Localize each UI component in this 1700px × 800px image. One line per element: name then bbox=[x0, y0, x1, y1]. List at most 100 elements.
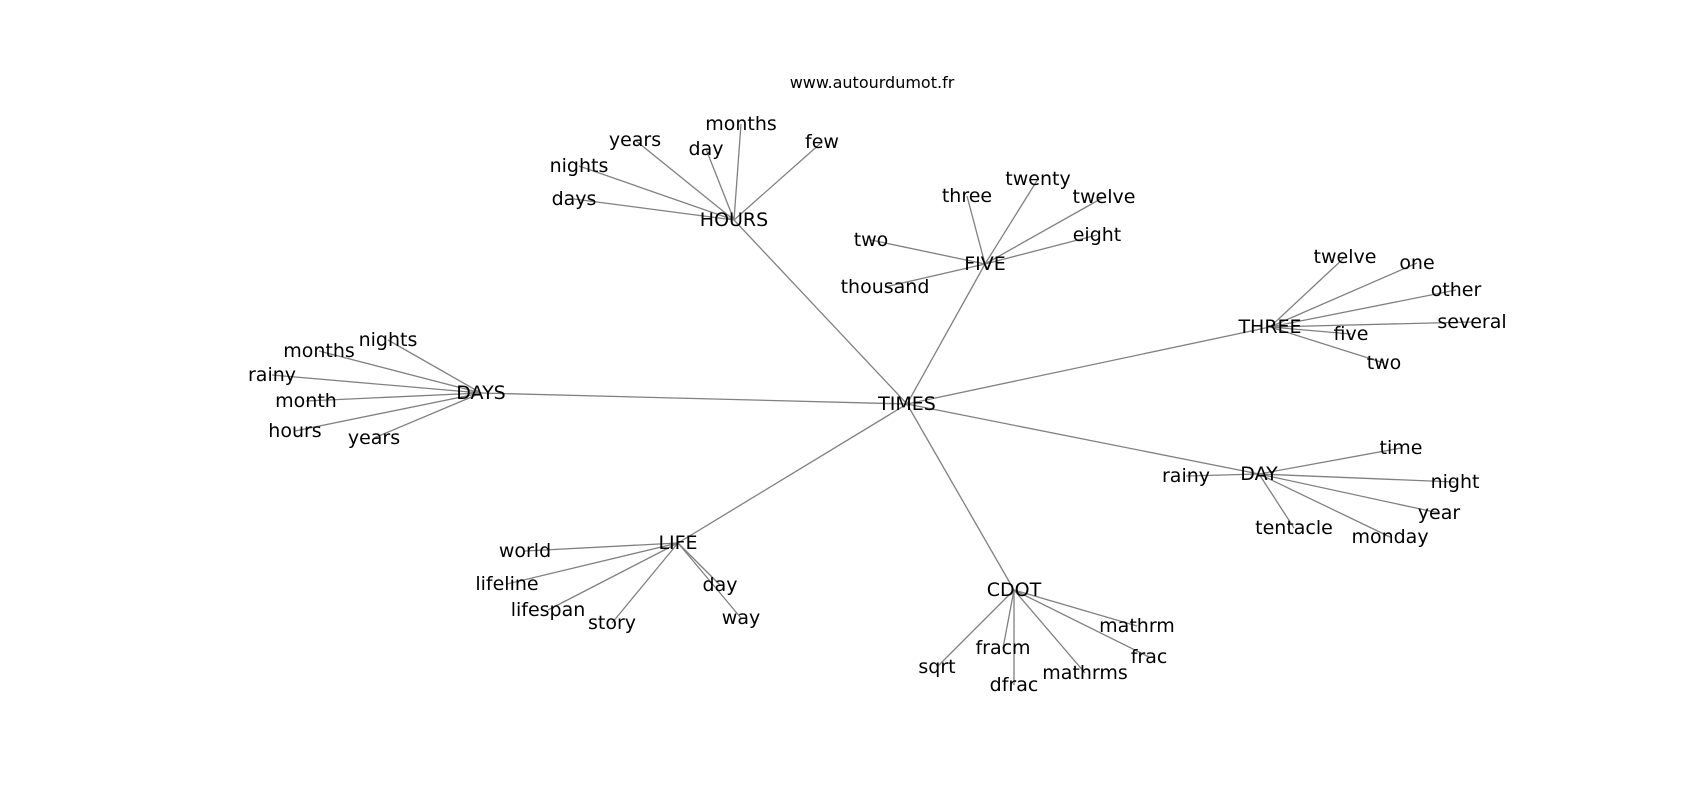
edge-times-cdot bbox=[906, 403, 1015, 591]
edge-three-five bbox=[1269, 326, 1352, 335]
node-three-one: one bbox=[1399, 252, 1434, 274]
edge-times-three bbox=[906, 326, 1271, 405]
node-five-three: three bbox=[942, 185, 992, 207]
edge-days-nights bbox=[387, 339, 482, 394]
edge-day-tentacle bbox=[1258, 473, 1295, 529]
edge-life-lifespan bbox=[547, 542, 679, 611]
node-cdot-dfrac: dfrac bbox=[990, 674, 1039, 696]
edge-three-two bbox=[1269, 326, 1385, 364]
edge-three-other bbox=[1269, 289, 1457, 328]
node-days-rainy: rainy bbox=[248, 364, 296, 386]
node-hub-days: DAYS bbox=[456, 382, 506, 404]
edge-days-hours bbox=[294, 392, 482, 432]
edge-five-three bbox=[966, 195, 986, 265]
node-hub-day: DAY bbox=[1240, 463, 1278, 485]
edge-hours-day bbox=[705, 148, 735, 221]
edge-hours-few bbox=[733, 141, 823, 221]
node-hub-cdot: CDOT bbox=[987, 579, 1042, 601]
node-five-thousand: thousand bbox=[841, 276, 930, 298]
edge-cdot-mathrms bbox=[1013, 589, 1086, 674]
node-life-day: day bbox=[703, 574, 738, 596]
edge-three-twelve bbox=[1269, 256, 1346, 328]
node-hours-days: days bbox=[552, 188, 597, 210]
edge-days-months bbox=[318, 350, 482, 394]
node-cdot-frac: frac bbox=[1131, 646, 1168, 668]
edge-cdot-mathrm bbox=[1013, 589, 1138, 627]
node-center-times: TIMES bbox=[877, 393, 936, 415]
node-hub-hours: HOURS bbox=[700, 209, 768, 231]
edge-cdot-frac bbox=[1013, 589, 1150, 658]
node-five-two: two bbox=[854, 229, 889, 251]
node-hours-months: months bbox=[705, 113, 777, 135]
node-hours-few: few bbox=[805, 131, 839, 153]
edge-life-way bbox=[677, 542, 742, 619]
edge-day-night bbox=[1258, 473, 1456, 483]
edge-three-one bbox=[1269, 262, 1418, 328]
node-days-hours: hours bbox=[268, 420, 321, 442]
source-caption: www.autourdumot.fr bbox=[790, 73, 955, 92]
edge-day-monday bbox=[1258, 473, 1391, 538]
node-three-other: other bbox=[1431, 279, 1482, 301]
edge-day-time bbox=[1258, 447, 1402, 475]
node-life-world: world bbox=[499, 540, 551, 562]
node-day-rainy: rainy bbox=[1162, 465, 1210, 487]
node-five-twenty: twenty bbox=[1005, 168, 1070, 190]
node-life-lifespan: lifespan bbox=[511, 599, 586, 621]
node-five-eight: eight bbox=[1073, 224, 1122, 246]
node-day-night: night bbox=[1431, 471, 1480, 493]
node-day-monday: monday bbox=[1351, 526, 1428, 548]
edge-days-month bbox=[305, 392, 482, 402]
node-days-nights: nights bbox=[359, 329, 418, 351]
node-hours-years: years bbox=[609, 129, 661, 151]
node-days-months: months bbox=[283, 340, 355, 362]
node-hours-day: day bbox=[689, 138, 724, 160]
node-life-way: way bbox=[722, 607, 760, 629]
edge-day-year bbox=[1258, 473, 1440, 514]
edge-times-days bbox=[480, 392, 908, 405]
node-three-two: two bbox=[1367, 352, 1402, 374]
node-three-twelve: twelve bbox=[1314, 246, 1377, 268]
edge-life-day bbox=[677, 542, 721, 586]
node-hours-nights: nights bbox=[550, 155, 609, 177]
edge-life-story bbox=[611, 542, 679, 624]
node-day-year: year bbox=[1418, 502, 1461, 524]
edge-hours-years bbox=[634, 139, 735, 221]
edge-times-five bbox=[906, 263, 986, 405]
edge-times-hours bbox=[733, 219, 908, 405]
edge-days-rainy bbox=[271, 374, 482, 394]
node-three-several: several bbox=[1437, 311, 1506, 333]
edge-hours-days bbox=[573, 198, 735, 221]
node-three-five: five bbox=[1334, 323, 1369, 345]
edge-cdot-fracm bbox=[1002, 589, 1015, 649]
edge-day-rainy bbox=[1185, 473, 1260, 477]
edge-times-life bbox=[677, 403, 908, 544]
node-cdot-mathrm: mathrm bbox=[1099, 615, 1175, 637]
node-days-years: years bbox=[348, 427, 400, 449]
edge-five-eight bbox=[984, 234, 1098, 265]
node-life-lifeline: lifeline bbox=[475, 573, 538, 595]
node-life-story: story bbox=[588, 612, 636, 634]
edge-hours-nights bbox=[578, 165, 735, 221]
edge-days-years bbox=[373, 392, 482, 439]
edge-five-twenty bbox=[984, 178, 1039, 265]
node-hub-five: FIVE bbox=[964, 253, 1006, 275]
node-day-tentacle: tentacle bbox=[1255, 517, 1333, 539]
node-day-time: time bbox=[1380, 437, 1423, 459]
node-five-twelve: twelve bbox=[1073, 186, 1136, 208]
edge-three-several bbox=[1269, 321, 1473, 328]
edge-five-twelve bbox=[984, 196, 1105, 265]
edge-hours-months bbox=[733, 123, 742, 221]
node-cdot-mathrms: mathrms bbox=[1042, 662, 1128, 684]
node-hub-life: LIFE bbox=[658, 532, 697, 554]
edge-five-two bbox=[870, 239, 986, 265]
edge-life-lifeline bbox=[506, 542, 679, 585]
node-hub-three: THREE bbox=[1237, 316, 1301, 338]
edge-life-world bbox=[524, 542, 679, 552]
node-days-month: month bbox=[275, 390, 337, 412]
edge-times-day bbox=[906, 403, 1260, 475]
graph-edges bbox=[271, 123, 1473, 685]
node-cdot-sqrt: sqrt bbox=[918, 656, 955, 678]
node-cdot-fracm: fracm bbox=[975, 637, 1030, 659]
